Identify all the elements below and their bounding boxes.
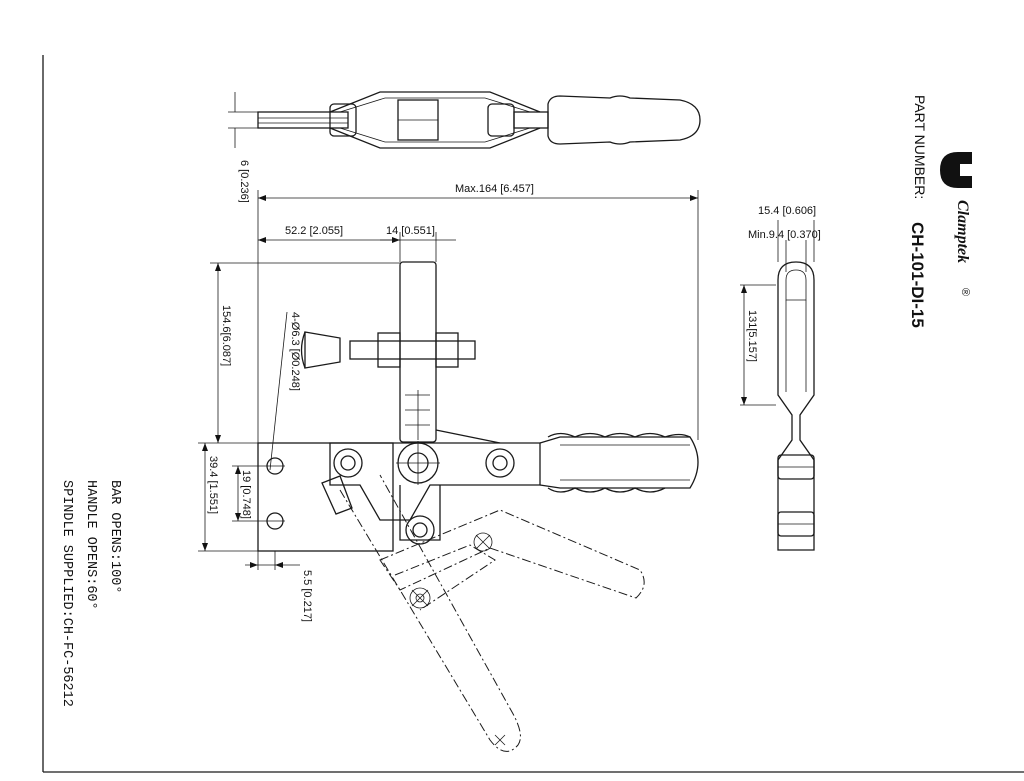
part-number-value: CH-101-DI-15: [908, 222, 927, 328]
note-spindle: SPINDLE SUPPLIED:CH-FC-56212: [59, 480, 74, 707]
dim-base-height: 39.4 [1.551]: [207, 456, 219, 514]
brand-name: Clamptek: [954, 200, 971, 263]
dim-holes: 4-Ø6.3 [Ø0.248]: [289, 312, 301, 391]
dim-hole-pitch: 19 [0.748]: [240, 470, 252, 519]
offset-dimensions: 52.2 [2.055] 14 [0.551]: [258, 225, 456, 262]
arm-view: 15.4 [0.606] Min.9.4 [0.370] 131[5.157]: [740, 205, 821, 551]
note-handle-opens: HANDLE OPENS:60°: [83, 480, 98, 610]
dim-arm-width: 15.4 [0.606]: [758, 205, 816, 217]
clamptek-logo-icon: [940, 152, 972, 188]
notes: BAR OPENS:100° HANDLE OPENS:60° SPINDLE …: [59, 480, 122, 707]
dim-offset-a: 52.2 [2.055]: [285, 225, 343, 237]
top-view: 6 [0.236]: [228, 91, 701, 203]
dim-slot-min: Min.9.4 [0.370]: [748, 229, 821, 241]
title-block: PART NUMBER: CH-101-DI-15 Clamptek ®: [908, 95, 972, 328]
dim-thickness: 6 [0.236]: [238, 160, 250, 203]
side-view: [257, 261, 699, 552]
dim-bar-width: 14 [0.551]: [386, 225, 435, 237]
note-bar-opens: BAR OPENS:100°: [107, 480, 122, 593]
dim-max-length: Max.164 [6.457]: [455, 183, 534, 195]
dim-height: 154.6[6.087]: [220, 305, 232, 366]
part-number-label: PART NUMBER:: [912, 95, 928, 199]
open-position-phantom: [339, 474, 645, 752]
height-dimensions: 154.6[6.087] 39.4 [1.551] 19 [0.748] 4-Ø…: [198, 262, 400, 622]
max-length-dimension: Max.164 [6.457]: [257, 183, 699, 445]
dim-arm-length: 131[5.157]: [746, 310, 758, 362]
dim-edge: 5.5 [0.217]: [301, 570, 313, 622]
brand-mark: ®: [959, 288, 971, 296]
